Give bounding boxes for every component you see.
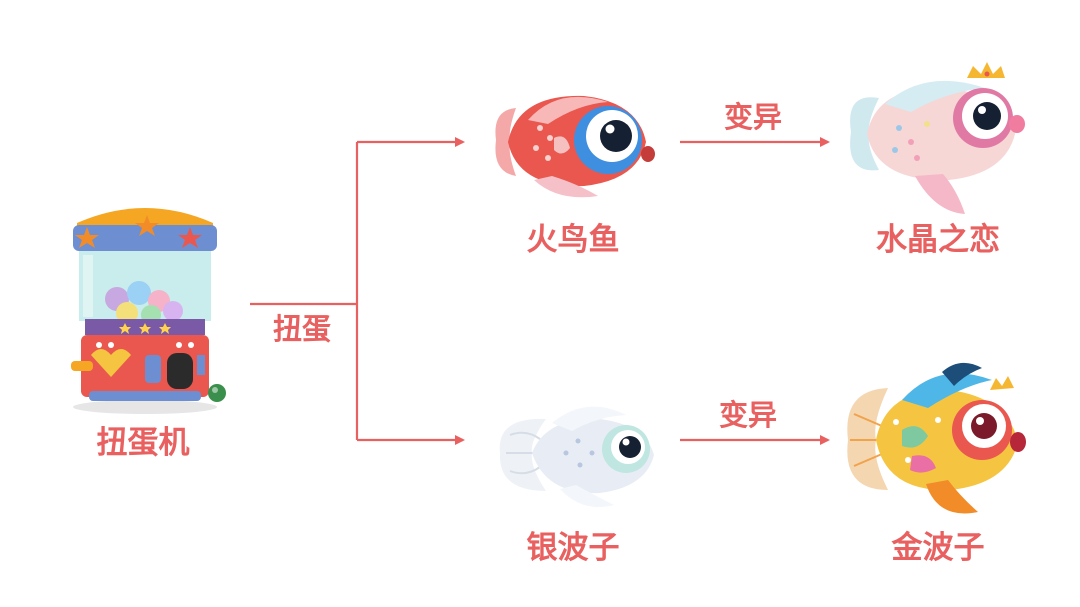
crystal-fish-icon: [850, 62, 1025, 214]
gacha-machine-icon: [71, 208, 226, 414]
silver-fish-icon: [499, 406, 654, 507]
golden-fish-icon: [847, 362, 1026, 514]
edge-label-gacha: 扭蛋: [272, 312, 332, 346]
node-label-gacha-machine: 扭蛋机: [96, 425, 190, 461]
red-fish-icon: [495, 95, 655, 198]
node-label-fire-bird-fish: 火鸟鱼: [526, 222, 620, 258]
edge-label-mutate-bottom: 变异: [718, 398, 778, 432]
node-label-crystal-love-fish: 水晶之恋: [876, 222, 1000, 258]
node-label-silver-wave-fish: 银波子: [526, 530, 620, 566]
edge-label-mutate-top: 变异: [723, 100, 783, 134]
node-label-gold-wave-fish: 金波子: [891, 530, 985, 566]
